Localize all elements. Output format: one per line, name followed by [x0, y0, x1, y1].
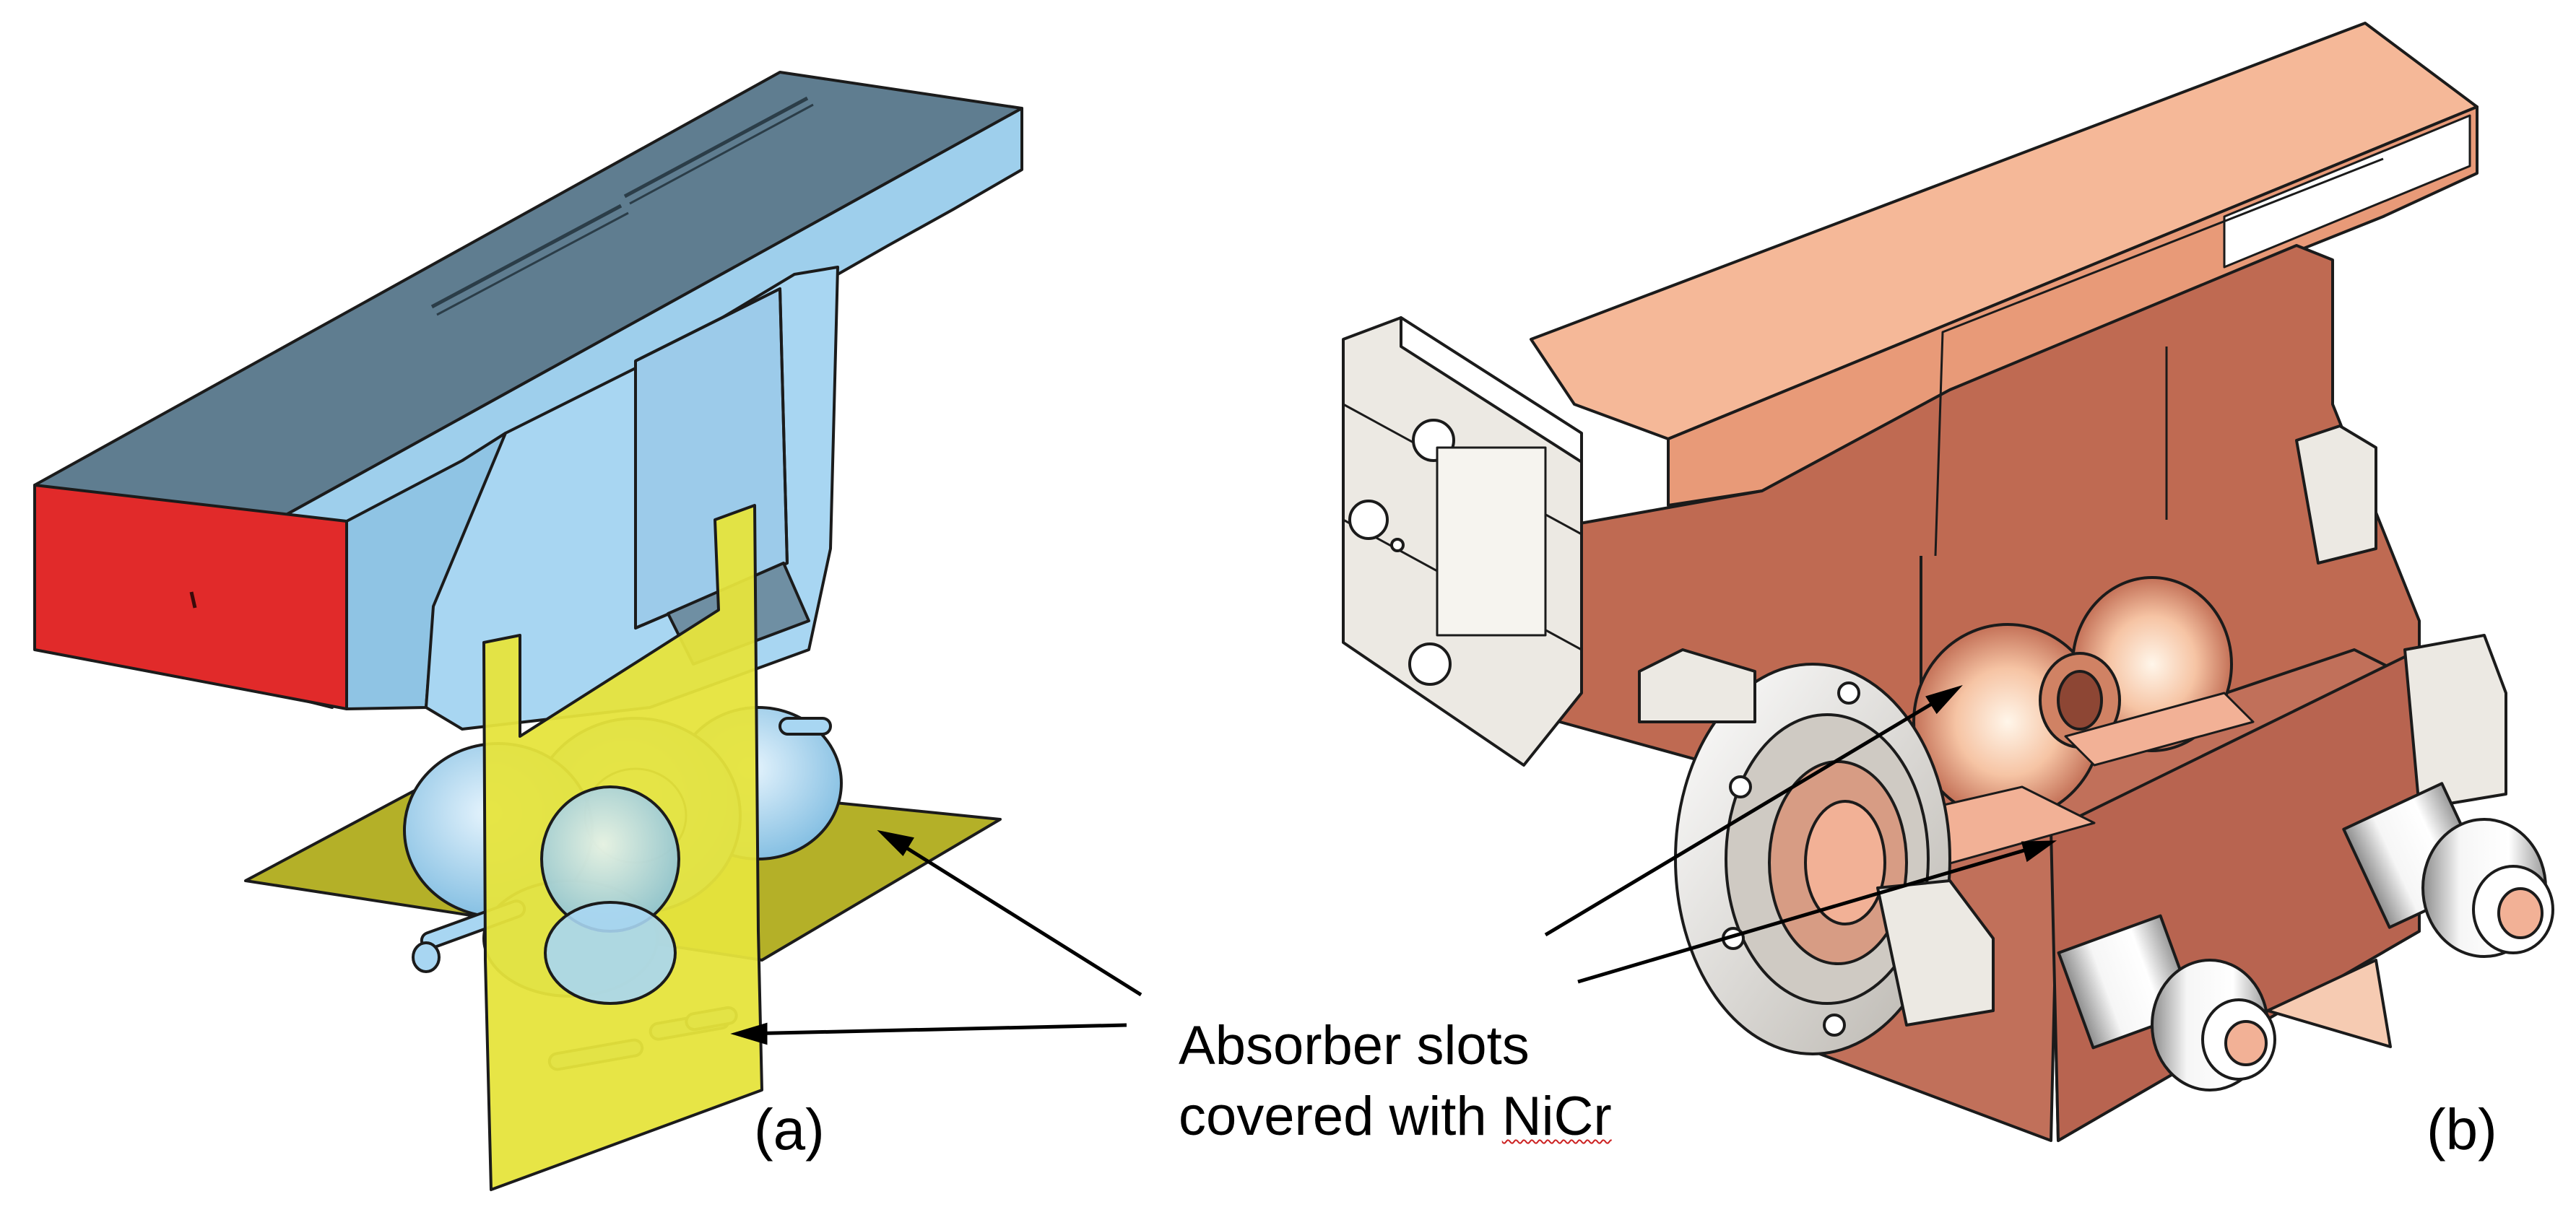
panel-a-waveguide-model: [33, 71, 1023, 1191]
panel-b-copper-model: [1342, 22, 2554, 1142]
clamp-block-right-upper: [2295, 424, 2377, 565]
panel-a-label: (a): [754, 1097, 825, 1162]
annotation-line-2: covered with NiCr: [1179, 1081, 1612, 1152]
clamp-block-right: [2403, 634, 2507, 810]
annotation-arrows: [730, 685, 2057, 1045]
clamp-block-left: [1638, 648, 1756, 723]
cavity-cells-b: [1912, 576, 2233, 821]
absorber-slot-annotation: Absorber slots covered with NiCr: [1179, 1011, 1612, 1152]
arrow-to-vertical-sheet: [743, 1023, 1127, 1036]
left-mounting-block: [1342, 316, 1583, 767]
annotation-line-1: Absorber slots: [1179, 1015, 1530, 1076]
annotation-line-2-prefix: covered with: [1179, 1086, 1502, 1147]
coupler-fittings: [2057, 782, 2554, 1091]
arrow-to-horizontal-sheet: [888, 835, 1142, 997]
panel-b-label: (b): [2427, 1097, 2497, 1162]
arrow-to-upper-slot: [1544, 691, 1951, 937]
annotation-material: NiCr: [1501, 1086, 1612, 1147]
waveguide-port-face: [33, 484, 348, 710]
arrow-to-lower-slot: [1577, 842, 2044, 984]
clamp-block-lower: [1876, 879, 1995, 1027]
